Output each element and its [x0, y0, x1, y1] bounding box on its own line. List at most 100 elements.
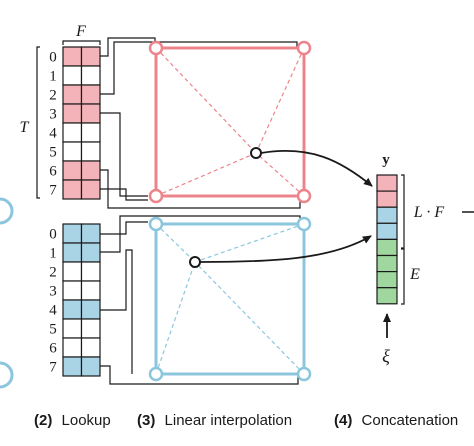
query-point-red	[250, 147, 262, 159]
top-table-cell-r6-c0	[62, 160, 83, 181]
query-point-blue	[189, 256, 201, 268]
bottom-table-cell-r1-c0	[62, 242, 83, 263]
grid-vertex-red-br	[296, 188, 312, 204]
bottom-table-cell-r5-c1	[80, 318, 101, 339]
brace-upper-label: L · F	[413, 204, 445, 221]
output-cell-green	[376, 287, 398, 305]
hash-table-top	[62, 46, 101, 200]
grid-vertex-blue-bl	[148, 366, 164, 382]
bottom-table-row-label: 6	[49, 341, 57, 357]
output-cell-red	[376, 190, 398, 208]
connector-row2-to-tr	[100, 41, 298, 95]
arrow-red-to-output	[260, 149, 373, 187]
output-vector	[376, 174, 398, 305]
bottom-table-cell-r3-c1	[80, 280, 101, 301]
brace-lower-label: E	[409, 266, 420, 283]
interp-grid-blue	[148, 216, 312, 382]
hash-table-bottom	[62, 223, 101, 377]
prev-stage-circle-bottom	[0, 361, 14, 389]
grid-vertex-blue-br	[296, 366, 312, 382]
grid-square-red	[154, 46, 306, 198]
top-table-row-label: 1	[49, 69, 57, 85]
caption-interp-text: Linear interpolation	[165, 412, 293, 429]
top-table-cell-r7-c1	[80, 179, 101, 200]
top-table-cell-r2-c1	[80, 84, 101, 105]
top-table-cell-r5-c1	[80, 141, 101, 162]
bottom-table-row-label: 4	[49, 303, 57, 319]
top-table-row-label: 3	[49, 107, 57, 123]
caption-lookup-num: (2)	[34, 412, 52, 429]
top-table-cell-r7-c0	[62, 179, 83, 200]
table-size-label: T	[20, 119, 30, 136]
top-table-row-label: 5	[49, 145, 57, 161]
top-table-row-label: 6	[49, 164, 57, 180]
output-cell-green	[376, 271, 398, 289]
top-table-cell-r5-c0	[62, 141, 83, 162]
top-table-row-label: 4	[49, 126, 57, 142]
bottom-table-cell-r2-c0	[62, 261, 83, 282]
output-cell-blue	[376, 222, 398, 241]
caption-concat-num: (4)	[334, 412, 352, 429]
grid-dashes-blue	[155, 223, 305, 375]
top-lookup-connectors	[100, 37, 301, 209]
top-table-cell-r3-c0	[62, 103, 83, 124]
bottom-table-cell-r6-c1	[80, 337, 101, 358]
connector-brow4	[100, 249, 133, 374]
bottom-table-row-label: 5	[49, 322, 57, 338]
connector-brow7	[100, 365, 299, 385]
bottom-table-row-label: 0	[49, 227, 57, 243]
hash-table-bottom-row-labels: 0 1 2 3 4 5 6 7	[49, 227, 57, 376]
feature-dim-label: F	[75, 23, 86, 40]
connector-brow0	[100, 221, 148, 235]
bottom-table-cell-r0-c1	[80, 223, 101, 244]
output-cell-green	[376, 238, 398, 257]
grid-vertex-blue-tl	[148, 216, 164, 232]
grid-vertex-blue-tr	[296, 216, 312, 232]
grid-vertex-red-bl	[148, 188, 164, 204]
top-table-row-label: 0	[49, 50, 57, 66]
top-table-cell-r4-c0	[62, 122, 83, 143]
aux-input-label: ξ	[382, 346, 390, 366]
caption-lookup-text: Lookup	[62, 412, 111, 429]
bottom-table-row-label: 2	[49, 265, 57, 281]
bottom-table-row-label: 7	[49, 360, 57, 376]
bottom-table-cell-r3-c0	[62, 280, 83, 301]
bottom-table-cell-r4-c0	[62, 299, 83, 320]
bottom-table-cell-r1-c1	[80, 242, 101, 263]
bottom-table-cell-r0-c0	[62, 223, 83, 244]
connector-row3-to-br	[100, 112, 148, 197]
caption-interp: (3) Linear interpolation	[137, 412, 292, 429]
top-table-cell-r0-c1	[80, 46, 101, 67]
top-table-cell-r3-c1	[80, 103, 101, 124]
bottom-table-cell-r4-c1	[80, 299, 101, 320]
output-vector-label: y	[382, 152, 390, 168]
output-cell-blue	[376, 206, 398, 224]
connector-row6-to-bl	[100, 169, 301, 209]
connector-row0-to-tl	[100, 37, 156, 57]
top-table-cell-r1-c0	[62, 65, 83, 86]
caption-concat-text: Concatenation	[362, 412, 459, 429]
bottom-table-row-label: 1	[49, 246, 57, 262]
bottom-lookup-connectors	[100, 215, 301, 385]
top-table-row-label: 2	[49, 88, 57, 104]
grid-square-blue	[154, 222, 306, 376]
output-cell-green	[376, 254, 398, 273]
interp-grid-red	[148, 40, 312, 204]
top-table-cell-r0-c0	[62, 46, 83, 67]
grid-vertex-red-tl	[148, 40, 164, 56]
bottom-table-row-label: 3	[49, 284, 57, 300]
connector-row7-to-bl	[100, 188, 148, 201]
top-table-cell-r2-c0	[62, 84, 83, 105]
top-table-cell-r1-c1	[80, 65, 101, 86]
grid-dashes-red	[155, 47, 305, 197]
bottom-table-cell-r5-c0	[62, 318, 83, 339]
top-table-cell-r4-c1	[80, 122, 101, 143]
caption-interp-num: (3)	[137, 412, 155, 429]
arrow-blue-to-output	[199, 235, 372, 263]
prev-stage-circle-top	[0, 197, 14, 225]
bottom-table-cell-r7-c0	[62, 356, 83, 377]
bottom-table-cell-r7-c1	[80, 356, 101, 377]
feature-dim-bracket	[62, 40, 101, 45]
